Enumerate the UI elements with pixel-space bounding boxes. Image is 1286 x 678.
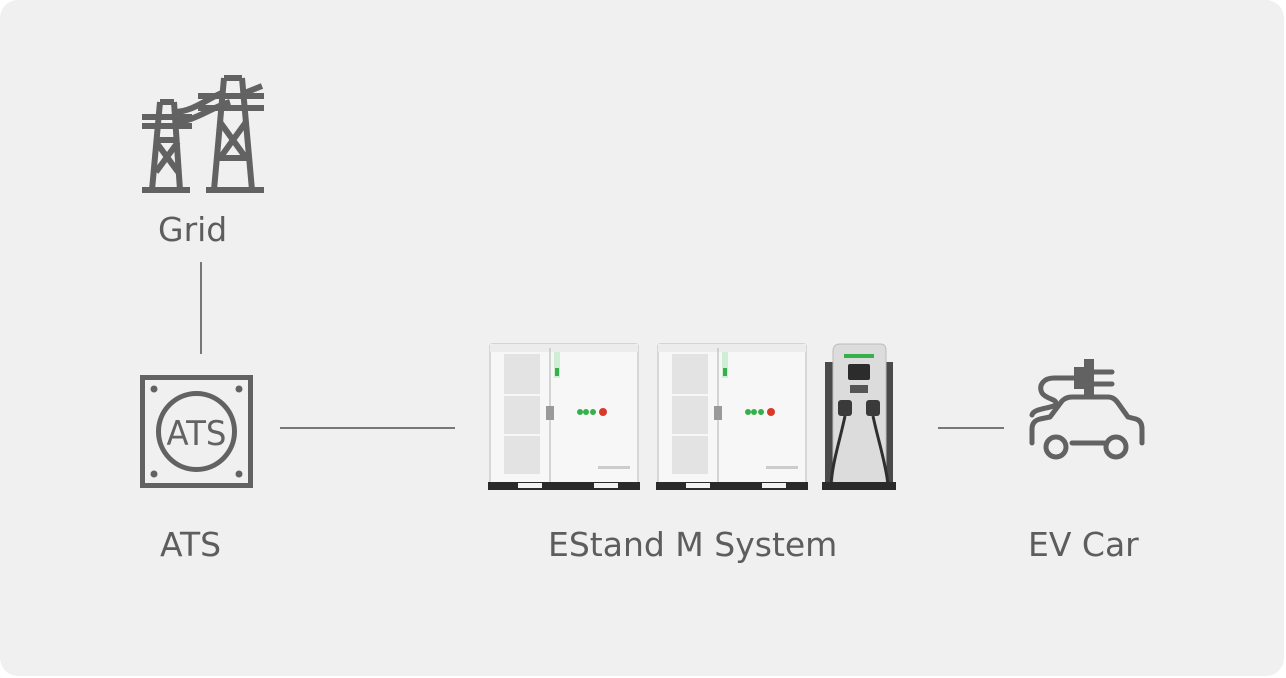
system-ev-connector xyxy=(938,427,1004,429)
ats-icon-text: ATS xyxy=(167,414,227,454)
ev-car-plug-icon xyxy=(1029,359,1145,460)
ats-system-connector xyxy=(280,427,455,429)
grid-ats-connector xyxy=(200,262,202,354)
battery-cabinet-1 xyxy=(488,343,640,490)
battery-cabinets-and-charger xyxy=(488,343,896,490)
system-label: EStand M System xyxy=(548,525,838,564)
ats-label: ATS xyxy=(160,525,222,564)
battery-cabinet-2 xyxy=(656,343,808,490)
ev-charger-unit xyxy=(822,343,896,490)
ats-switch-icon: ATS xyxy=(140,375,253,488)
ev-label: EV Car xyxy=(1028,525,1139,564)
power-tower-icon xyxy=(142,75,264,193)
grid-label: Grid xyxy=(158,210,228,249)
